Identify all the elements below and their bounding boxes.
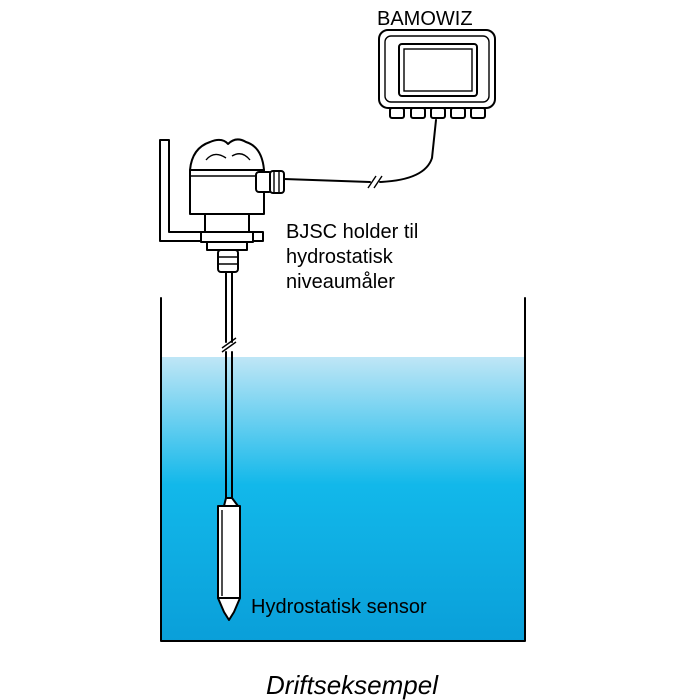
caption: Driftseksempel	[266, 670, 439, 700]
bamowiz-controller	[378, 29, 496, 119]
holder-label-line2: hydrostatisk	[286, 246, 394, 268]
cable-gland	[255, 170, 285, 194]
holder-label-line1: BJSC holder til	[286, 221, 418, 243]
transmitter-head	[189, 138, 265, 251]
tank	[160, 297, 526, 642]
mounting-bracket	[159, 139, 264, 242]
sensor-label: Hydrostatisk sensor	[251, 596, 427, 618]
probe-cable	[221, 271, 237, 499]
controller-glands	[389, 107, 486, 119]
device-label: BAMOWIZ	[377, 8, 473, 30]
hydrostatic-sensor	[217, 497, 241, 621]
holder-label-line3: niveaumåler	[286, 271, 395, 293]
signal-cable	[283, 119, 437, 189]
probe-gland	[217, 249, 239, 273]
tank-walls	[160, 297, 526, 642]
